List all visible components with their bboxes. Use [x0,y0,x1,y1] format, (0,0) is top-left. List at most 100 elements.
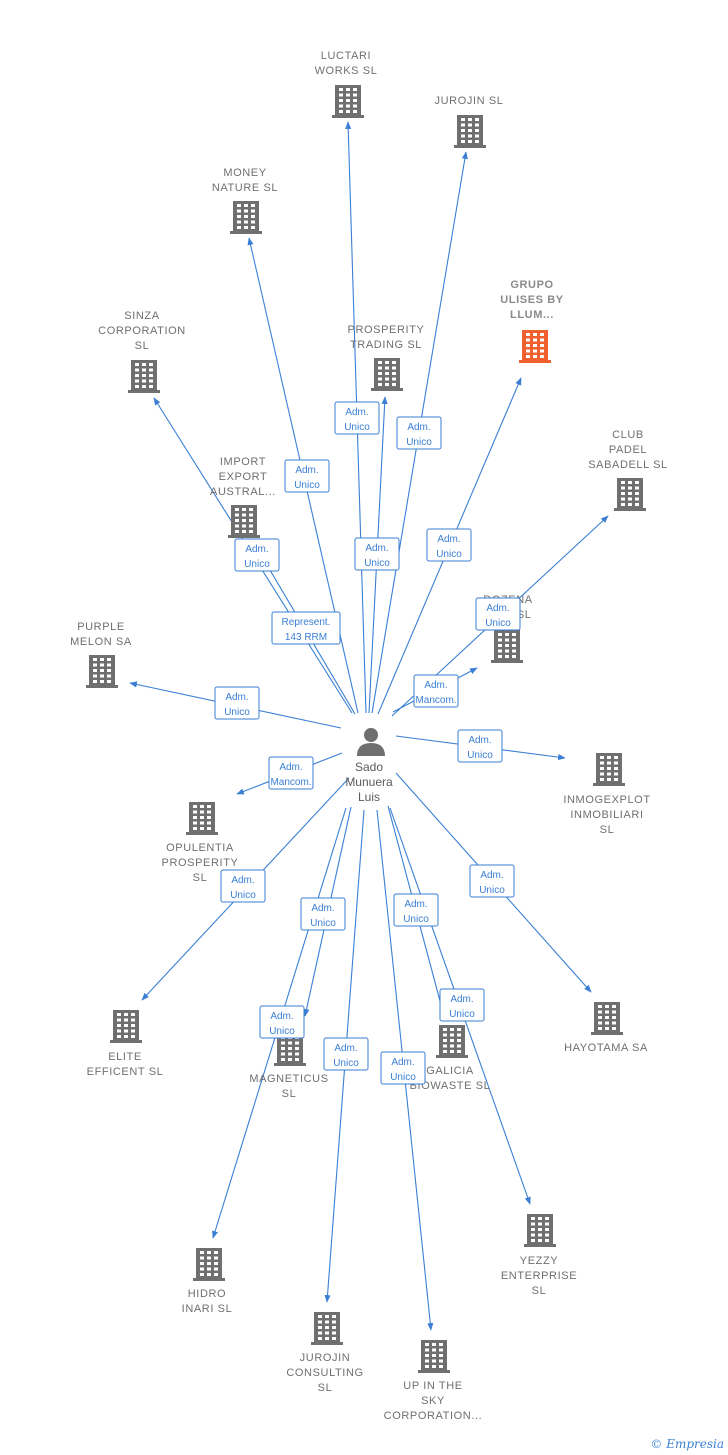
company-label-line: LLUM... [510,309,554,321]
company-label-line: TRADING SL [350,339,422,351]
edge-label-box [426,528,472,562]
edge-label-prosperity[interactable]: Adm.Unico [354,537,400,571]
company-label-line: BIOWASTE SL [410,1080,491,1092]
company-node-jurojin[interactable]: JUROJIN SL [435,95,504,148]
company-label-line: SL [532,1285,547,1297]
edge-label-text: Adm.Unico [467,735,493,761]
building-icon [311,1312,343,1345]
edge-label-text: Adm.Unico [224,692,250,718]
edge-label-inmogexplot[interactable]: Adm.Unico [457,729,503,763]
edge-label-text-line: 143 RRM [285,632,327,643]
company-label-line: SL [193,872,208,884]
person-label-line: Sado [355,760,383,774]
edge-label-money[interactable]: Adm.Unico [284,459,330,493]
edge-label-box [300,897,346,931]
edge-label-text-line: Unico [449,1009,475,1020]
edge-label-jurojinc[interactable]: Adm.Unico [323,1037,369,1071]
edge-label-box [457,729,503,763]
company-label-line: CORPORATION [98,325,186,337]
building-icon [593,753,625,786]
edge-label-upinthesky[interactable]: Adm.Unico [380,1051,426,1085]
edge-label-text-line: Adm. [468,735,491,746]
edge-label-text-line: Unico [230,890,256,901]
edge-label-box [284,459,330,493]
edge-label-text: Adm. Unico [344,407,370,433]
company-label-line: PADEL [609,444,647,456]
edge-label-grupo[interactable]: Adm.Unico [426,528,472,562]
company-node-hayotama[interactable]: HAYOTAMA SA [564,1002,648,1054]
company-label-line: SL [135,340,150,352]
edge-label-text: Adm.Mancom. [270,762,311,788]
edge-label-box [354,537,400,571]
edge-label-yezzy[interactable]: Adm.Unico [439,988,485,1022]
edge-label-text-line: Adm. [345,407,368,418]
building-icon [491,630,523,663]
company-label-line: INARI SL [182,1303,233,1315]
edge-label-hidro[interactable]: Adm.Unico [259,1005,305,1039]
company-node-hidro[interactable]: HIDRO INARI SL [182,1248,233,1315]
edge-label-club[interactable]: Adm.Unico [475,597,521,631]
edge-label-text-line: Mancom. [270,777,311,788]
person-label-line: Luis [358,790,380,804]
company-label-line: HIDRO [188,1288,226,1300]
edge-label-text: Adm.Unico [230,875,256,901]
edge-label-luctari[interactable]: Adm. Unico [334,401,380,435]
building-icon [128,360,160,393]
edge-label-dozena[interactable]: Adm.Mancom. [413,674,459,708]
edge-label-text-line: Unico [403,914,429,925]
company-label-line: IMPORT [220,456,266,468]
edge-label-text: Adm.Unico [333,1043,359,1069]
company-label-line: CONSULTING [286,1367,363,1379]
edge-label-jurojin[interactable]: Adm.Unico [396,416,442,450]
brand-name: Empresia [666,1437,724,1451]
edge-label-hayotama[interactable]: Adm.Unico [469,864,515,898]
edge-label-elite[interactable]: Adm.Unico [220,869,266,903]
edge-label-galicia[interactable]: Adm.Unico [393,893,439,927]
building-icon [519,330,551,363]
edge-label-opulentia[interactable]: Adm.Mancom. [268,756,314,790]
company-label-line: PROSPERITY [162,857,239,869]
edge-label-text-line: Unico [344,422,370,433]
edge-label-text-line: Adm. [270,1011,293,1022]
building-icon [614,478,646,511]
edge-label-text-line: Unico [364,558,390,569]
edge-label-text-line: Adm. [437,534,460,545]
building-icon [186,802,218,835]
edge-label-purple[interactable]: Adm.Unico [214,686,260,720]
edge-label-text-line: Unico [333,1058,359,1069]
company-label-line: INMOGEXPLOT [563,794,650,806]
edge-label-text: Adm.Unico [364,543,390,569]
edge-label-magneticus[interactable]: Adm.Unico [300,897,346,931]
company-label-line: YEZZY [520,1255,559,1267]
company-node-opulentia[interactable]: OPULENTIA PROSPERITY SL [162,802,239,884]
edge-label-sinza[interactable]: Adm.Unico [234,538,280,572]
edge-label-import[interactable]: Represent.143 RRM [271,611,341,645]
company-label-line: OPULENTIA [166,842,234,854]
person-label-line: Munuera [345,775,393,789]
company-label-line: JUROJIN SL [435,95,504,107]
edge-label-box [268,756,314,790]
building-icon [454,115,486,148]
edge-label-text-line: Unico [390,1072,416,1083]
building-icon [591,1002,623,1035]
